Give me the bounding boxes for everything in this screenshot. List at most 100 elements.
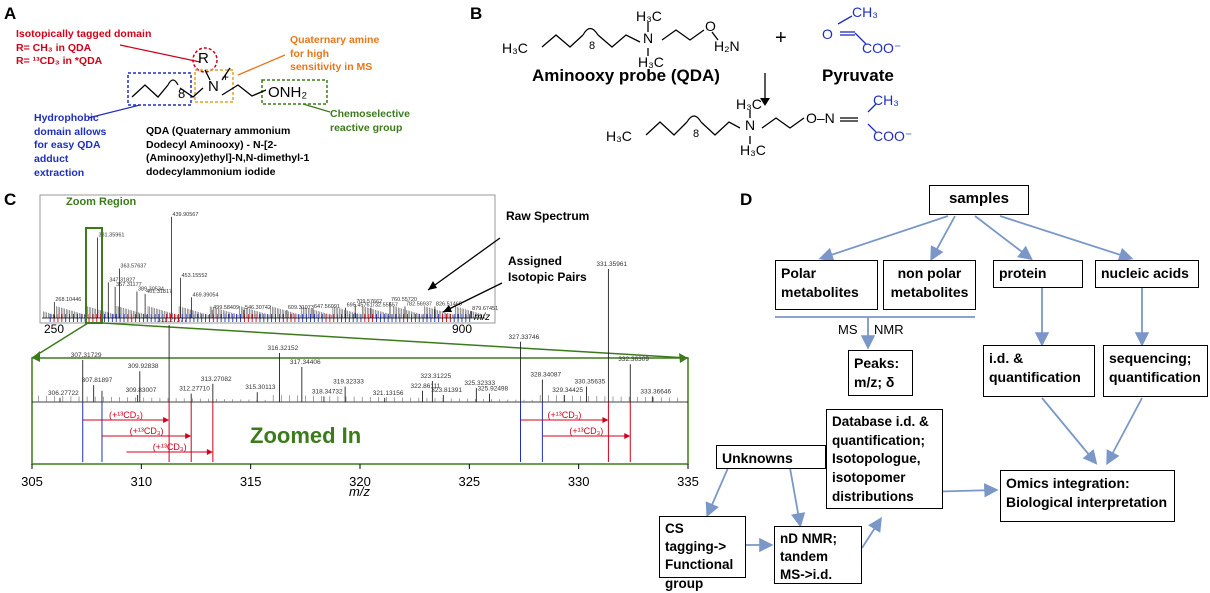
pair-arrow-head [163,417,170,423]
zoom-peak-label: 332.36309 [618,356,649,363]
nmr-label: NMR [874,322,904,337]
inset-peak-label: 879.67451 [472,306,498,312]
b-h3c-probe: H₃C [502,40,528,56]
inset-peak-label: 439.90567 [172,212,198,218]
sequencing-node: sequencing;quantification [1103,345,1208,397]
zoom-peak-label: 327.33746 [509,334,540,341]
inset-peak-label: 709.57662 [356,299,382,305]
atom-plus: + [222,70,230,84]
zoom-peak-label: 306.27722 [48,390,79,397]
panel-letter-a: A [4,4,17,23]
b-sub-8: 8 [589,40,596,52]
nucleic-acids-node: nucleic acids [1095,260,1199,288]
inset-peak-label: 401.31817 [146,289,172,295]
qda-description: QDA (Quaternary ammonium Dodecyl Aminoox… [146,125,310,178]
b-product-h3c-bottom: H₃C [740,142,766,158]
zoom-peak-label: 328.34087 [530,372,561,379]
zoom-peak-label: 307.81897 [82,377,113,384]
inset-peak-label: 647.56091 [314,304,340,310]
zoom-axis-tick-label: 310 [130,474,152,489]
inset-peak-label: 609.31073 [288,305,314,311]
b-h3c-product: H₃C [606,128,632,144]
b-product-sub-8: 8 [693,128,700,140]
pair-arrow-label: (+¹³CD₃) [153,442,187,452]
chemoselective-label: Chemoselective reactive group [330,108,410,134]
inset-peak-label: 732.55557 [372,303,398,309]
subscript-8: 8 [178,86,186,101]
b-product-coo: COO⁻ [873,128,913,144]
zoom-peak-label: 330.35635 [575,379,606,386]
inset-peak-label: 826.51465 [436,302,462,308]
panel-letter-b: B [470,4,483,23]
zoom-peak-label: 307.31729 [71,352,102,359]
inset-peak-label: 499.58409 [213,305,239,311]
panel-letter-c: C [4,190,17,209]
b-product-ch3: CH₃ [873,92,899,108]
zoom-peak-label: 311.27377 [157,317,188,324]
pair-arrow-head [206,449,213,455]
quaternary-amine-label: Quaternary amine for high sensitivity in… [290,34,380,74]
hydrophobic-label: Hydrophobic domain allows for easy QDA a… [34,112,107,179]
zoom-peak-label: 309.92838 [128,363,159,370]
zoom-peak-label: 315.30113 [245,384,276,391]
inset-peak-label: 357.31177 [116,282,142,288]
zoom-xlabel: m/z [349,484,370,499]
omics-integration-node: Omics integration:Biological interpretat… [1000,470,1175,522]
b-h2n: H₂N [714,38,740,54]
zoom-peak-label: 333.36646 [640,388,671,395]
pair-arrow-head [624,433,631,439]
b-h3c-bottom: H₃C [638,54,664,70]
zoom-axis-tick-label: 330 [568,474,590,489]
inset-peak-label: 469.39054 [193,292,219,298]
protein-node: protein [993,260,1083,288]
b-n-probe: N [643,30,654,46]
b-product-on: O–N [806,110,835,126]
samples-node: samples [929,185,1029,215]
zoom-peak-label: 316.32152 [268,345,299,352]
onh2-group: ONH₂ [268,84,308,101]
pair-arrow-head [185,433,192,439]
zoom-peak-label: 331.35961 [596,261,627,268]
atom-n: N [208,78,219,95]
zoom-peak-label: 319.32333 [333,379,364,386]
panel-a-structure [87,44,331,119]
panel-letter-d: D [740,190,753,209]
pair-arrow-label: (+¹³CD₃) [130,426,164,436]
pyruvate-label: Pyruvate [822,66,894,85]
b-h3c-top: H₃C [636,8,662,24]
zoom-peak-label: 323.81391 [431,387,462,394]
polar-metabolites-node: Polar metabolites [775,260,878,310]
inset-peak-label: 546.30742 [245,305,271,311]
zoomed-in-label: Zoomed In [250,423,362,448]
unknowns-node: Unknowns [716,445,826,469]
b-pyr-o: O [822,26,833,42]
b-product-h3c-top: H₃C [736,96,762,112]
zoom-peak-label: 325.32333 [464,380,495,387]
zoom-peak-label: 329.34425 [552,387,583,394]
inset-peak-label: 389.30534 [138,287,164,293]
inset-peak-label: 453.15552 [181,273,207,279]
zoom-axis-tick-label: 305 [21,474,43,489]
peaks-node: Peaks:m/z; δ [848,350,913,396]
inset-xlabel: m/z [474,312,491,323]
zoom-peak-label: 325.92498 [477,386,508,393]
aminooxy-probe-label: Aminooxy probe (QDA) [532,66,720,85]
zoom-peak-label: 317.34406 [290,359,321,366]
id-quantification-node: i.d. &quantification [983,345,1095,397]
zoom-axis-tick-label: 335 [677,474,699,489]
zoom-peak-label: 321.13156 [373,390,404,397]
pair-arrow-head [602,417,609,423]
inset-peak-label: 331.35961 [98,233,124,239]
zoom-peak-label: 318.34732 [312,388,343,395]
atom-r: R [198,50,209,67]
isotopic-tag-label: Isotopically tagged domain R= CH₃ in QDA… [16,28,152,68]
b-o: O [705,18,716,34]
ms-label: MS [838,322,858,337]
inset-xmax: 900 [452,322,473,336]
panel-c-spectrum: 439.90567331.35961363.57637268.10446347.… [21,194,699,489]
zoom-peak-label: 322.86111 [411,383,441,390]
b-product-n: N [745,117,756,133]
